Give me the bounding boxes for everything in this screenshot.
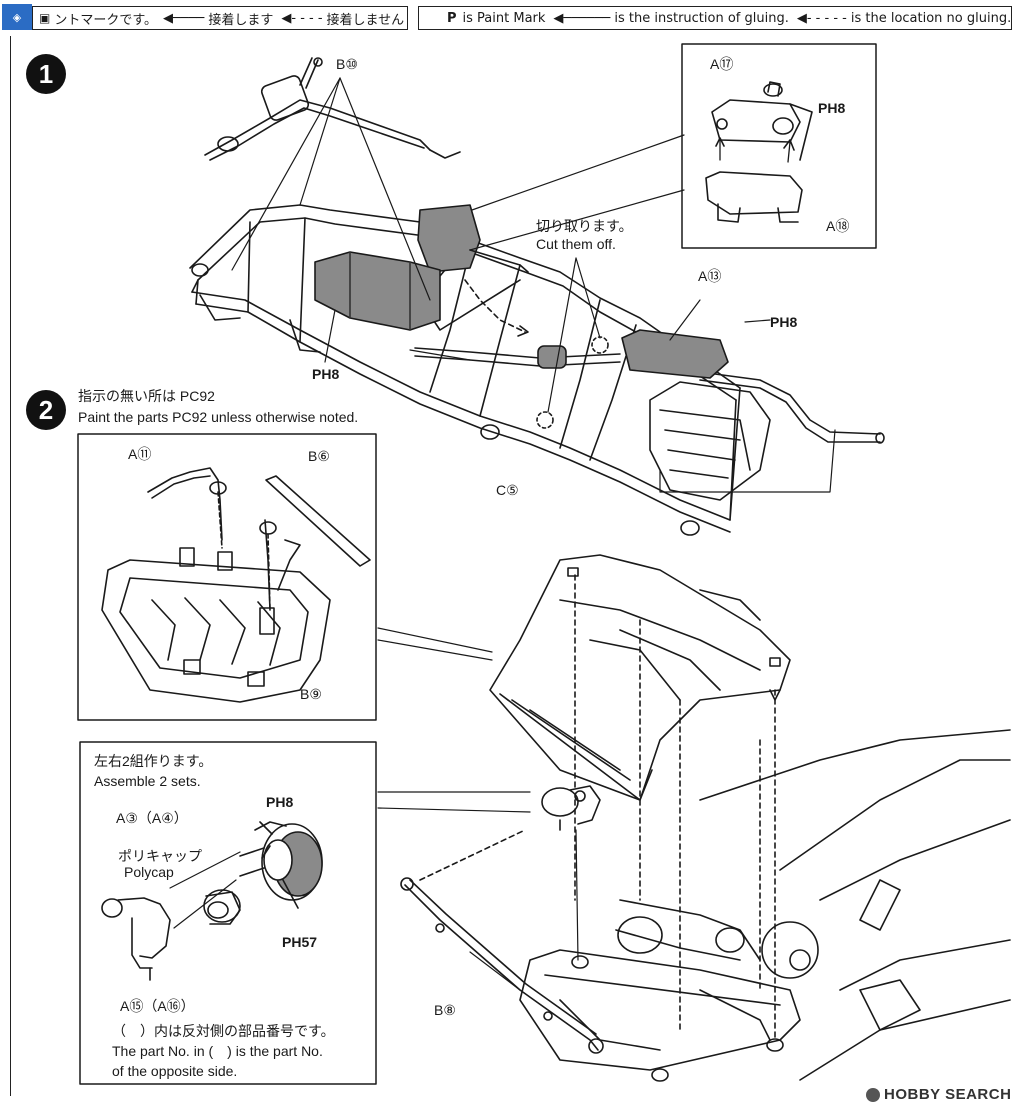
step-2-badge: 2 bbox=[26, 390, 66, 430]
label-ph8-tank: PH8 bbox=[312, 366, 340, 382]
label-ph57: PH57 bbox=[282, 934, 318, 950]
label-cut-en: Cut them off. bbox=[536, 236, 616, 252]
label-a15-a16: A⑮（A⑯） bbox=[120, 998, 195, 1014]
front-axle-b10 bbox=[204, 57, 461, 161]
step2-note-jp: 指示の無い所は PC92 bbox=[78, 388, 215, 404]
subbox-note-en-1: The part No. in ( ) is the part No. bbox=[112, 1043, 323, 1059]
muffler-a13 bbox=[621, 329, 729, 379]
page-frame bbox=[10, 36, 1019, 1096]
legend-en-paint: is Paint Mark bbox=[462, 10, 546, 26]
legend-japanese: ▣ ントマークです。 ◀──── 接着します ◀- - - - 接着しません bbox=[32, 6, 408, 30]
hobby-search-watermark: HOBBY SEARCH bbox=[884, 1086, 1012, 1103]
legend-jp-glue: 接着します bbox=[208, 12, 274, 28]
label-cut-jp: 切り取ります。 bbox=[536, 218, 633, 234]
site-logo: ◈ bbox=[2, 4, 32, 30]
front-axle-assembly bbox=[519, 729, 1011, 1082]
label-b10: B⑩ bbox=[336, 56, 358, 72]
label-polycap-jp: ポリキャップ bbox=[118, 848, 202, 864]
noglue-arrow-icon: ◀- - - - bbox=[281, 10, 323, 26]
legend-jp-noglue: 接着しません bbox=[326, 12, 405, 28]
legend-english: P is Paint Mark ◀────── is the instructi… bbox=[418, 6, 1012, 30]
label-b6: B⑥ bbox=[308, 448, 330, 464]
label-b9: B⑨ bbox=[300, 686, 322, 702]
hobby-search-logo-icon bbox=[866, 1088, 880, 1102]
fuel-tank bbox=[314, 251, 441, 331]
exhaust-system bbox=[414, 345, 885, 444]
label-b8: B⑧ bbox=[434, 1002, 456, 1018]
legend-en-glue: is the instruction of gluing. bbox=[614, 10, 789, 26]
label-a3-a4: A③（A④） bbox=[116, 810, 188, 826]
legend-jp-paint: ントマークです。 bbox=[54, 12, 158, 28]
subbox-note-en-2: of the opposite side. bbox=[112, 1063, 238, 1079]
step2-note-en: Paint the parts PC92 unless otherwise no… bbox=[78, 409, 359, 425]
label-a13: A⑬ bbox=[698, 268, 722, 284]
subbox-note-jp: （ ）内は反対側の部品番号です。 bbox=[112, 1023, 335, 1039]
subbox-assemble-jp: 左右2組作ります。 bbox=[94, 753, 213, 769]
skid-plate-b9 bbox=[101, 547, 331, 703]
subbox-assemble-en: Assemble 2 sets. bbox=[94, 773, 201, 789]
label-a17: A⑰ bbox=[710, 56, 734, 72]
inset-transfer-case bbox=[705, 81, 813, 223]
label-c5: C⑤ bbox=[496, 482, 519, 498]
label-a18: A⑱ bbox=[826, 218, 850, 234]
label-ph8-muffler: PH8 bbox=[770, 314, 798, 330]
label-ph8-inset: PH8 bbox=[818, 100, 846, 116]
legend-en-noglue: is the location no gluing. bbox=[850, 10, 1012, 26]
paint-mark-icon: ▣ bbox=[39, 11, 51, 25]
catalytic-converter bbox=[649, 381, 771, 501]
transfer-case bbox=[417, 204, 481, 273]
rod-a11 bbox=[147, 467, 277, 611]
label-ph8-hub: PH8 bbox=[266, 794, 294, 810]
label-polycap-en: Polycap bbox=[124, 864, 174, 880]
knuckle-upper bbox=[541, 785, 601, 831]
step-1-badge: 1 bbox=[26, 54, 66, 94]
paint-mark-letter: P bbox=[447, 10, 457, 26]
hub-assembly bbox=[101, 821, 323, 981]
label-a11: A⑪ bbox=[128, 446, 152, 462]
glue-arrow-icon: ◀──── bbox=[163, 10, 205, 26]
noglue-arrow-icon-en: ◀- - - - - bbox=[796, 10, 847, 26]
bar-b6 bbox=[265, 475, 371, 591]
glue-arrow-icon-en: ◀────── bbox=[553, 10, 611, 26]
